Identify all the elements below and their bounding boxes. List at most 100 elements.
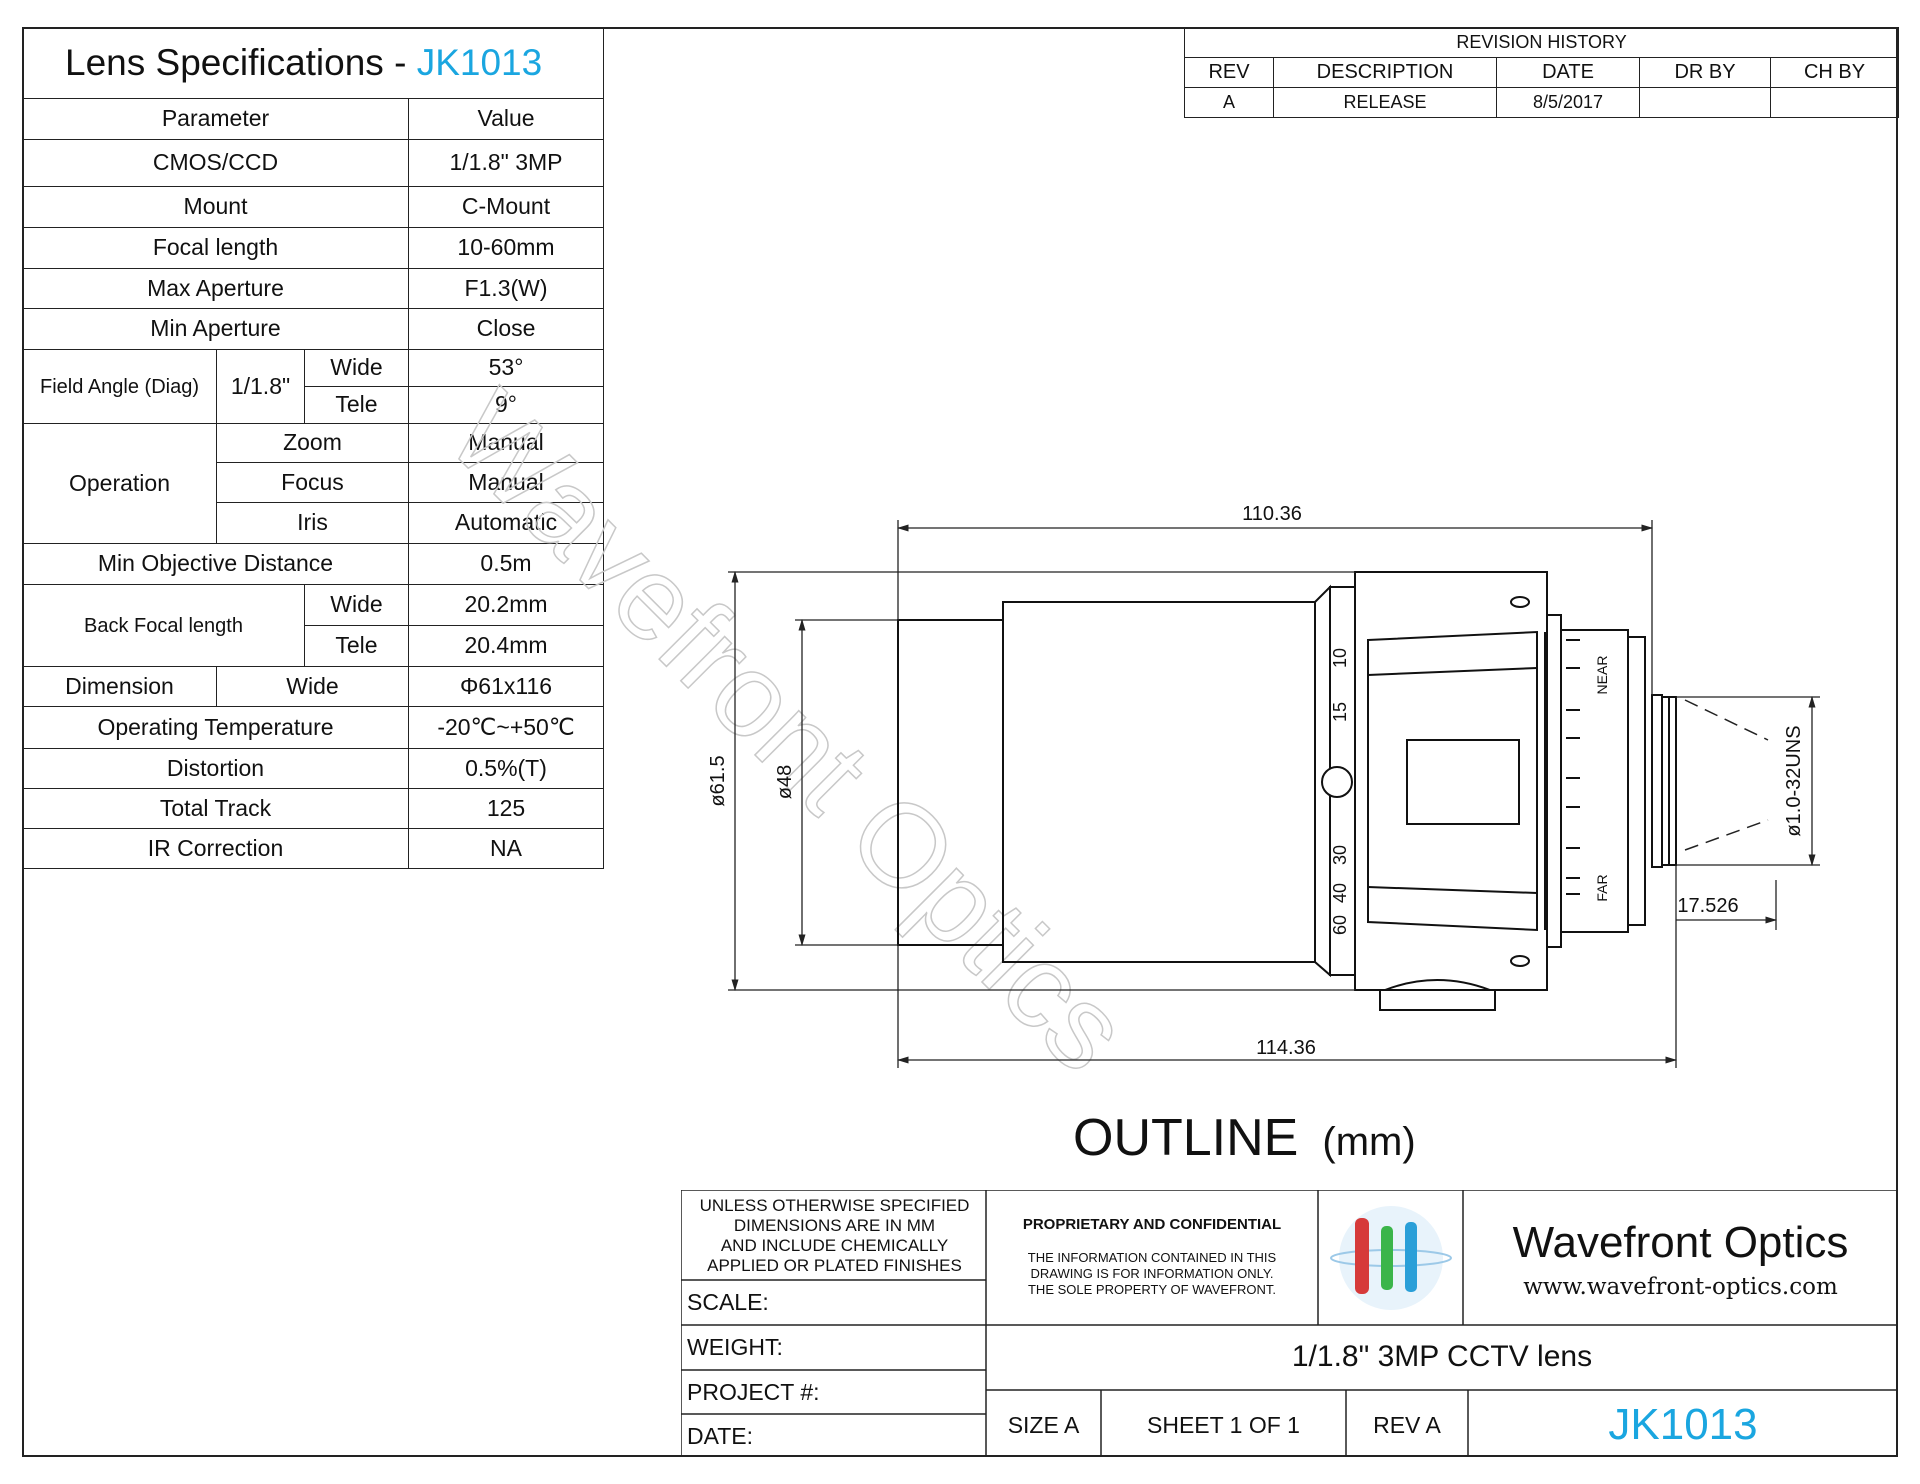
dim-flange-label: 17.526 xyxy=(1677,895,1738,917)
lens-body xyxy=(897,571,1677,1011)
bottom-tab xyxy=(1379,990,1496,1011)
spec-value: 20.4mm xyxy=(408,625,604,667)
dim-top-label: 110.36 xyxy=(1242,503,1302,525)
spec-label: Dimension xyxy=(22,666,217,707)
spec-value: 20.2mm xyxy=(408,584,604,626)
revision-title: REVISION HISTORY xyxy=(1183,27,1900,58)
spec-label: Min Objective Distance xyxy=(22,543,409,585)
spec-value: NA xyxy=(408,828,604,869)
spec-label: Back Focal length xyxy=(22,584,305,667)
note-line: UNLESS OTHERWISE SPECIFIED xyxy=(699,1196,970,1215)
rear-mount xyxy=(1651,694,1663,868)
zoom-mark: 60 xyxy=(1330,915,1350,935)
zoom-mark: 15 xyxy=(1330,702,1350,722)
spec-label: Mount xyxy=(22,186,409,228)
watermark: Wavefront Optics xyxy=(423,367,1153,1097)
outline-heading: OUTLINE (mm) xyxy=(1073,1108,1416,1168)
dim-inner-label: ø48 xyxy=(774,765,796,799)
proprietary-text: THE INFORMATION CONTAINED IN THIS DRAWIN… xyxy=(986,1250,1318,1298)
company-logo-icon xyxy=(1330,1206,1452,1310)
outline-title: OUTLINE xyxy=(1073,1109,1299,1167)
spec-value: 0.5m xyxy=(408,543,604,585)
company-url: www.wavefront-optics.com xyxy=(1523,1274,1838,1300)
dimension-lines xyxy=(728,520,1820,1068)
spec-value: 0.5%(T) xyxy=(408,748,604,789)
housing-line xyxy=(1367,667,1538,676)
spec-label: Total Track xyxy=(22,788,409,829)
spec-label: Operating Temperature xyxy=(22,706,409,749)
weight-label: WEIGHT: xyxy=(687,1334,783,1360)
spec-label: Min Aperture xyxy=(22,308,409,350)
spec-value: 1/1.8" 3MP xyxy=(408,139,604,187)
spec-value: F1.3(W) xyxy=(408,268,604,309)
date-label: DATE: xyxy=(687,1423,754,1449)
prop-line: THE INFORMATION CONTAINED IN THIS xyxy=(1027,1250,1277,1265)
spec-sublabel: Wide xyxy=(304,349,409,387)
thread-cone xyxy=(1684,699,1769,851)
spec-label: Field Angle (Diag) xyxy=(22,349,217,424)
scale-label: SCALE: xyxy=(687,1289,769,1315)
housing-inner xyxy=(1367,630,1538,932)
title-block-grid xyxy=(681,1190,1898,1457)
spec-sublabel: Iris xyxy=(216,502,409,544)
revision-header: CH BY xyxy=(1769,57,1900,88)
zoom-mark: 30 xyxy=(1330,845,1350,865)
project-label: PROJECT #: xyxy=(687,1379,820,1405)
value-header: Value xyxy=(408,98,604,140)
zoom-mark: 10 xyxy=(1330,648,1350,668)
outline-unit: (mm) xyxy=(1322,1120,1416,1164)
spec-value: -20℃~+50℃ xyxy=(408,706,604,749)
revision-cell: A xyxy=(1184,87,1274,118)
spec-value: 10-60mm xyxy=(408,227,604,269)
product-name: 1/1.8" 3MP CCTV lens xyxy=(1291,1340,1593,1373)
lock-knob xyxy=(1321,766,1353,798)
dim-thread-label: ø1.0-32UNS xyxy=(1783,725,1805,836)
prop-line: DRAWING IS FOR INFORMATION ONLY. xyxy=(1030,1266,1274,1281)
far-label: FAR xyxy=(1594,874,1610,901)
spec-value: 9° xyxy=(408,386,604,424)
spec-sublabel: Tele xyxy=(304,386,409,424)
spec-title: Lens Specifications - JK1013 xyxy=(22,27,604,99)
revision-cell: 8/5/2017 xyxy=(1496,87,1640,118)
revision-header: REV xyxy=(1184,57,1274,88)
near-label: NEAR xyxy=(1594,656,1610,695)
spec-sublabel: Zoom xyxy=(216,423,409,463)
company-name: Wavefront Optics xyxy=(1512,1218,1849,1267)
note-line: AND INCLUDE CHEMICALLY xyxy=(720,1236,949,1255)
spec-sublabel: Focus xyxy=(216,462,409,503)
bottom-tab-curve xyxy=(1384,979,1491,991)
spec-label: IR Correction xyxy=(22,828,409,869)
zoom-mark: 40 xyxy=(1330,883,1350,903)
focus-ticks xyxy=(1566,639,1580,895)
spec-sublabel: Wide xyxy=(216,666,409,707)
housing-line xyxy=(1367,886,1538,894)
spec-value: Φ61x116 xyxy=(408,666,604,707)
prop-line: THE SOLE PROPERTY OF WAVEFRONT. xyxy=(1027,1282,1276,1297)
revision-table: REVISION HISTORY REV DESCRIPTION DATE DR… xyxy=(1183,27,1900,118)
focus-collar xyxy=(1627,636,1646,926)
drawing-notes: UNLESS OTHERWISE SPECIFIED DIMENSIONS AR… xyxy=(687,1196,982,1276)
spec-value: C-Mount xyxy=(408,186,604,228)
note-line: APPLIED OR PLATED FINISHES xyxy=(707,1256,962,1275)
revision-cell xyxy=(1639,87,1771,118)
dim-bottom-label: 114.36 xyxy=(1256,1037,1316,1059)
size-label: SIZE A xyxy=(1007,1412,1080,1438)
screw-hole xyxy=(1510,955,1530,967)
spec-value: Close xyxy=(408,308,604,350)
spec-sublabel: 1/1.8" xyxy=(216,349,305,424)
spec-title-model: JK1013 xyxy=(416,41,543,83)
spec-label: Operation xyxy=(22,423,217,544)
revision-cell xyxy=(1769,87,1900,118)
sheet-label: SHEET 1 OF 1 xyxy=(1147,1412,1300,1438)
spec-label: CMOS/CCD xyxy=(22,139,409,187)
focus-ring-edge xyxy=(1546,614,1562,948)
screw-hole xyxy=(1510,596,1530,608)
dim-outer-label: ø61.5 xyxy=(707,755,729,806)
spec-label: Focal length xyxy=(22,227,409,269)
revision-header: DATE xyxy=(1496,57,1640,88)
iris-window xyxy=(1406,739,1520,825)
spec-value: Manual xyxy=(408,462,604,503)
proprietary-title: PROPRIETARY AND CONFIDENTIAL xyxy=(1022,1216,1282,1233)
rev-label: REV A xyxy=(1373,1412,1441,1438)
